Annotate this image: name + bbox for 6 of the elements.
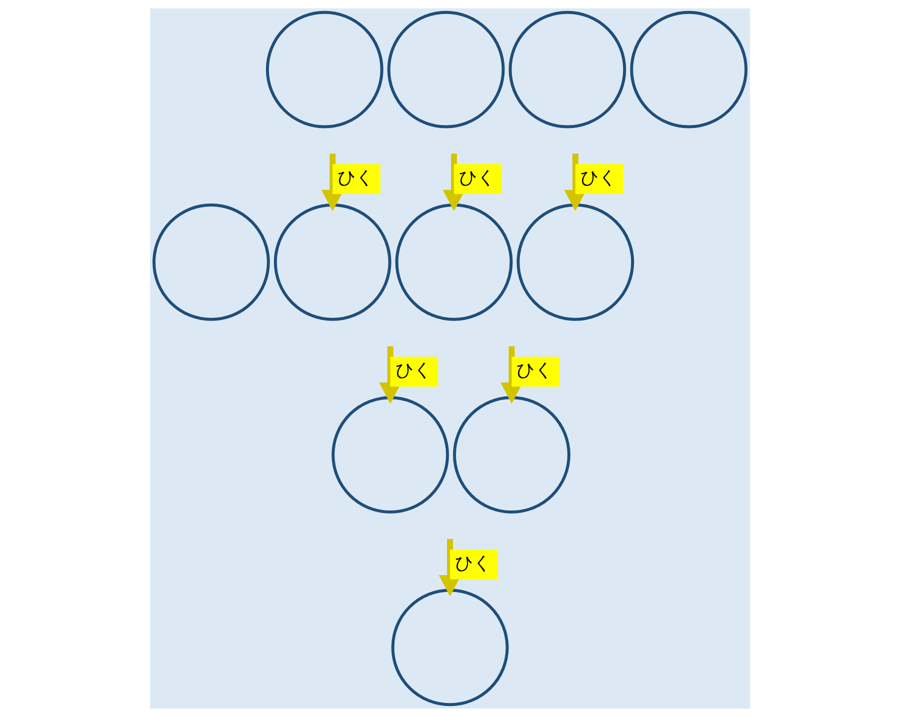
edge-label: ひく <box>580 167 616 188</box>
edge-label: ひく <box>394 360 431 382</box>
edge-label: ひく <box>516 360 552 382</box>
edge-label: ひく <box>337 167 374 188</box>
edge-label: ひく <box>458 167 494 188</box>
edge-label: ひく <box>454 552 490 574</box>
